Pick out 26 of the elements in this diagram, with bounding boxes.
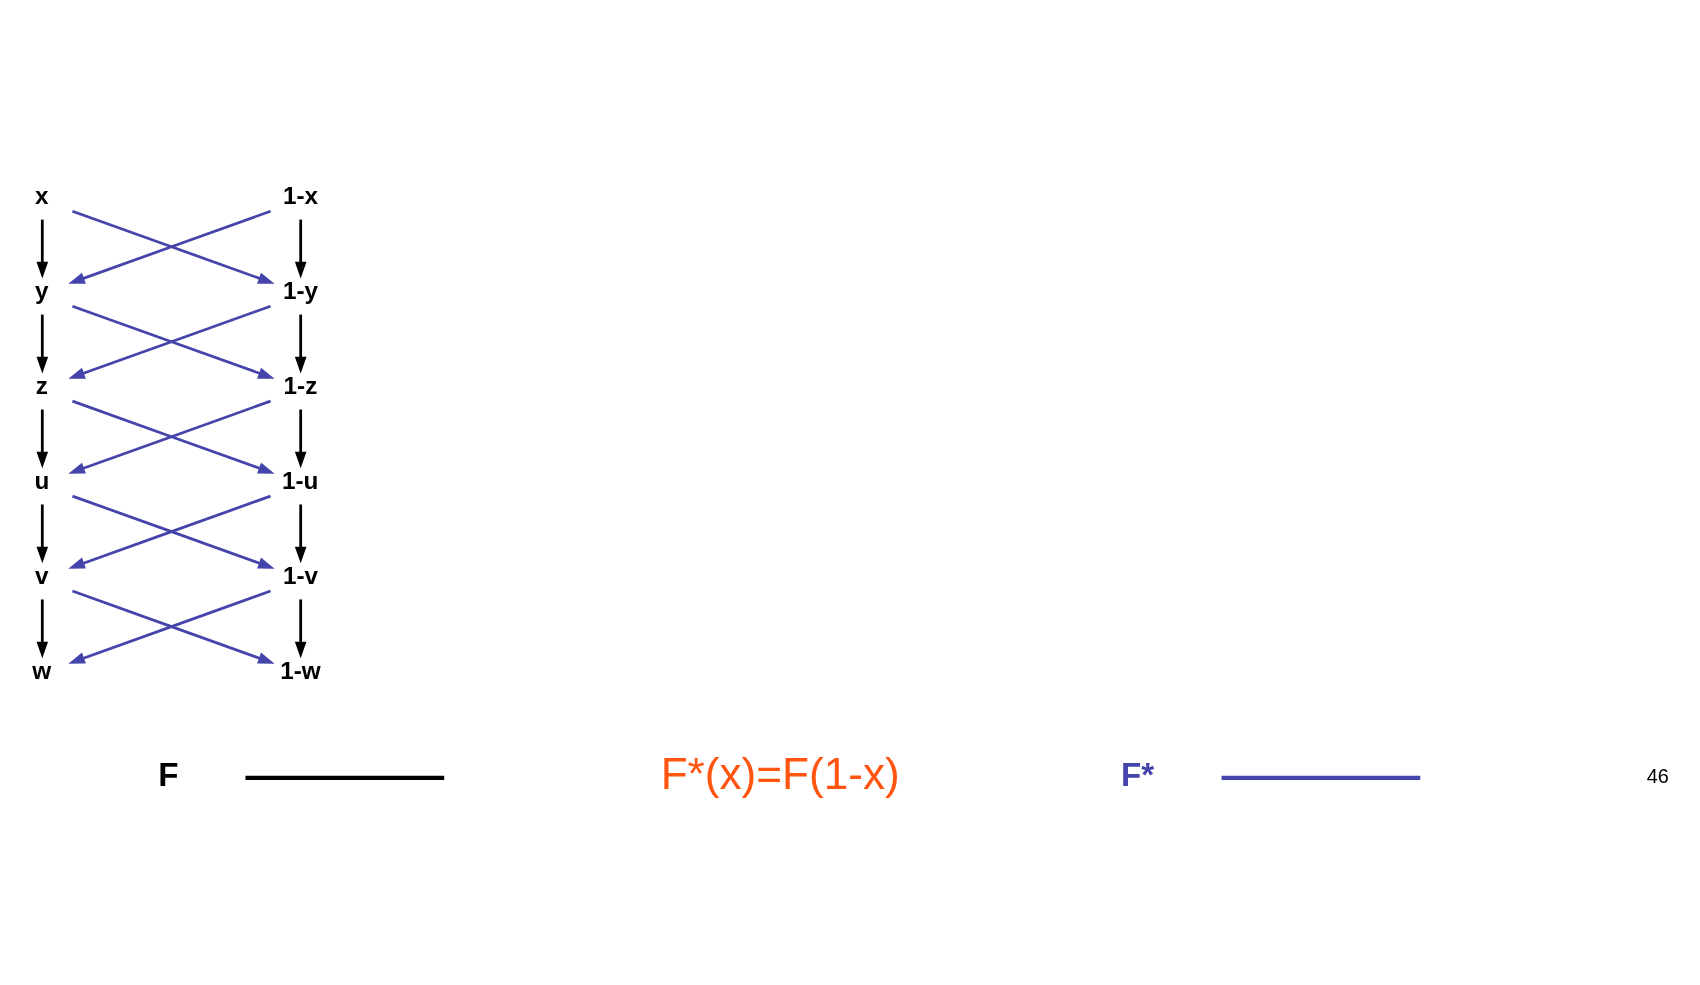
label: F*(x)=F(1-x) — [660, 748, 900, 798]
label: 46 — [1646, 764, 1669, 787]
node-text: 1-x — [283, 181, 319, 209]
legend-label: F* — [1121, 755, 1155, 793]
node-text: y — [35, 276, 49, 304]
legend-label: F — [158, 755, 179, 793]
node-text: 1-v — [283, 561, 319, 589]
arrow — [36, 314, 49, 373]
node-text: 1-u — [281, 466, 319, 494]
node-text: x — [35, 181, 49, 209]
arrow — [294, 219, 307, 278]
node-text: u — [34, 466, 50, 494]
node-text: v — [35, 561, 49, 589]
arrow — [36, 598, 49, 658]
arrow — [294, 409, 307, 468]
node-text: z — [35, 371, 48, 399]
arrow — [36, 504, 49, 563]
arrow — [294, 598, 307, 658]
node-text: 1-w — [280, 656, 321, 684]
arrow — [294, 504, 307, 563]
node-text: 1-y — [283, 276, 319, 304]
arrow — [294, 314, 307, 373]
node-text: w — [32, 656, 52, 684]
node-text: 1-z — [283, 371, 318, 399]
arrow — [36, 409, 49, 468]
arrow — [36, 219, 49, 278]
